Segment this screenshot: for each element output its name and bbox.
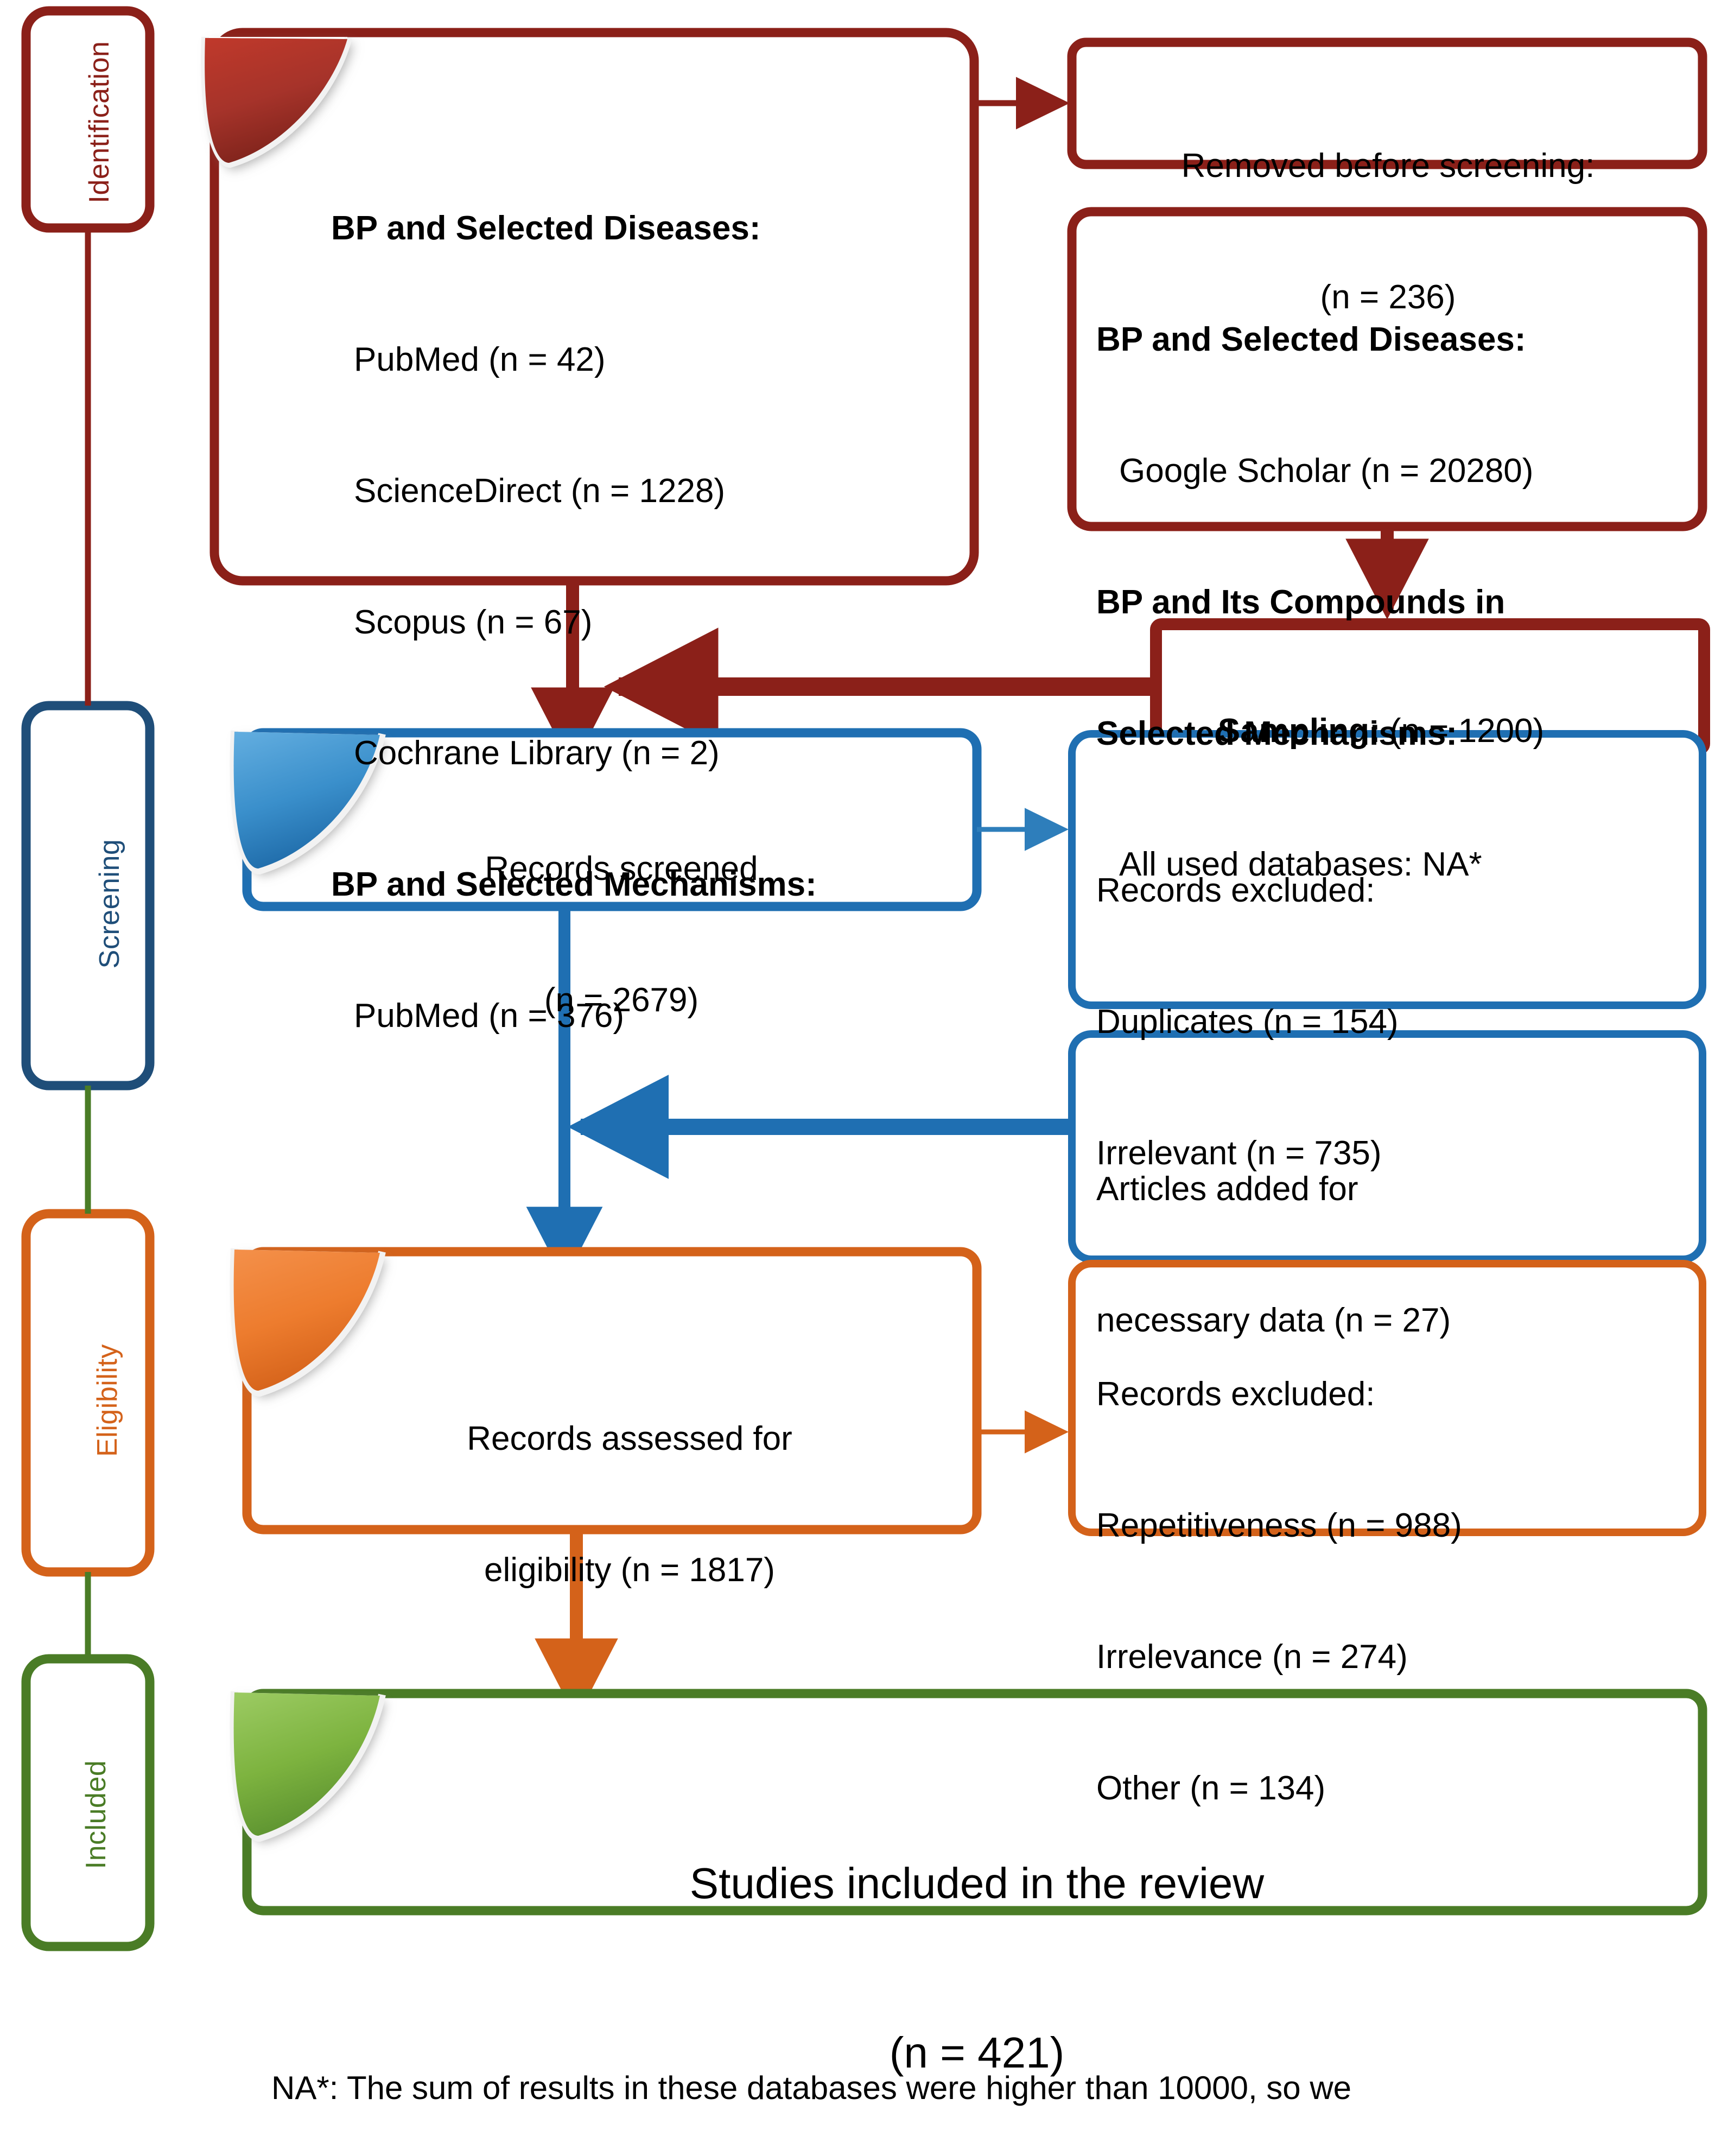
excluded-elig-line: Repetitiveness (n = 988) bbox=[1096, 1506, 1462, 1544]
removed-line: (n = 236) bbox=[1320, 278, 1456, 316]
sampling-label: Sampling: bbox=[1217, 712, 1381, 750]
fold-fill-identification bbox=[205, 38, 347, 163]
excluded-line: Records excluded: bbox=[1096, 872, 1375, 910]
footnote: NA*: The sum of results in these databas… bbox=[271, 1976, 1715, 2156]
sampling-count: (n = 1200) bbox=[1380, 712, 1545, 750]
text-identification-sources: BP and Selected Diseases: PubMed (n = 42… bbox=[331, 119, 971, 1126]
text-removed-before-screening: Removed before screening: (n = 236) bbox=[1083, 57, 1693, 407]
stage-label-identification: Identification bbox=[84, 41, 115, 204]
stage-label-screening: Screening bbox=[94, 839, 125, 969]
source-line: BP and Selected Diseases: bbox=[331, 210, 761, 248]
stage-label-included: Included bbox=[80, 1760, 112, 1869]
box-removed-before-screening bbox=[1067, 37, 1707, 169]
included-line: (n = 421) bbox=[889, 2028, 1065, 2077]
articles-added-line: necessary data (n = 27) bbox=[1096, 1301, 1451, 1339]
text-studies-included: Studies included in the review (n = 421) bbox=[304, 1742, 1650, 2156]
articles-added-line: Articles added for bbox=[1096, 1170, 1358, 1208]
text-records-excluded-eligibility: Records excluded: Repetitiveness (n = 98… bbox=[1096, 1285, 1699, 1898]
assessed-line: eligibility (n = 1817) bbox=[484, 1551, 775, 1589]
excluded-line: Irrelevant (n = 735) bbox=[1096, 1134, 1382, 1172]
source-line: Cochrane Library (n = 2) bbox=[354, 734, 720, 772]
box-records-assessed bbox=[242, 1247, 982, 1534]
stage-box-eligibility bbox=[21, 1209, 155, 1577]
text-records-screened: Records screened (n = 2679) bbox=[336, 760, 906, 1110]
fold-fill-screening bbox=[233, 732, 380, 868]
text-records-excluded-screening: Records excluded: Duplicates (n = 154) I… bbox=[1096, 782, 1699, 1263]
box-records-excluded-screening bbox=[1068, 730, 1706, 1009]
box-records-excluded-eligibility bbox=[1068, 1260, 1706, 1536]
source-line: ScienceDirect (n = 1228) bbox=[354, 472, 726, 510]
stage-box-screening bbox=[21, 701, 155, 1090]
source-line: Scopus (n = 67) bbox=[354, 603, 593, 641]
stage-label-eligibility: Eligibility bbox=[92, 1344, 123, 1457]
screened-line: (n = 2679) bbox=[544, 981, 699, 1019]
text-articles-added: Articles added for necessary data (n = 2… bbox=[1096, 1080, 1699, 1430]
box-identification-sources bbox=[209, 28, 979, 586]
source-line: PubMed (n = 42) bbox=[354, 340, 606, 378]
source-line: BP and Selected Mechanisms: bbox=[331, 866, 817, 904]
footnote-line: NA*: The sum of results in these databas… bbox=[271, 2069, 1352, 2106]
included-line: Studies included in the review bbox=[689, 1859, 1265, 1907]
source-line: PubMed (n = 376) bbox=[354, 997, 625, 1035]
source2-line: Google Scholar (n = 20280) bbox=[1119, 452, 1534, 490]
screened-line: Records screened bbox=[485, 850, 758, 888]
text-sampling: Sampling: (n = 1200) bbox=[1180, 665, 1701, 797]
excluded-elig-line: Irrelevance (n = 274) bbox=[1096, 1638, 1408, 1676]
source2-line: All used databases: NA* bbox=[1119, 846, 1482, 884]
source2-line: Selected Mechanisms: bbox=[1096, 714, 1458, 752]
fold-fill-included bbox=[233, 1692, 380, 1836]
source2-line: BP and Selected Diseases: bbox=[1096, 321, 1526, 359]
fold-fill-eligibility bbox=[233, 1250, 380, 1391]
assessed-line: Records assessed for bbox=[467, 1420, 792, 1458]
excluded-elig-line: Records excluded: bbox=[1096, 1375, 1375, 1413]
text-records-assessed: Records assessed for eligibility (n = 18… bbox=[336, 1330, 923, 1680]
excluded-elig-line: Other (n = 134) bbox=[1096, 1769, 1326, 1807]
excluded-line: Duplicates (n = 154) bbox=[1096, 1003, 1399, 1041]
box-articles-added bbox=[1068, 1030, 1706, 1263]
source2-line: BP and Its Compounds in bbox=[1096, 583, 1506, 621]
removed-line: Removed before screening: bbox=[1181, 147, 1595, 185]
text-identification-sources-2: BP and Selected Diseases: Google Scholar… bbox=[1096, 231, 1699, 974]
